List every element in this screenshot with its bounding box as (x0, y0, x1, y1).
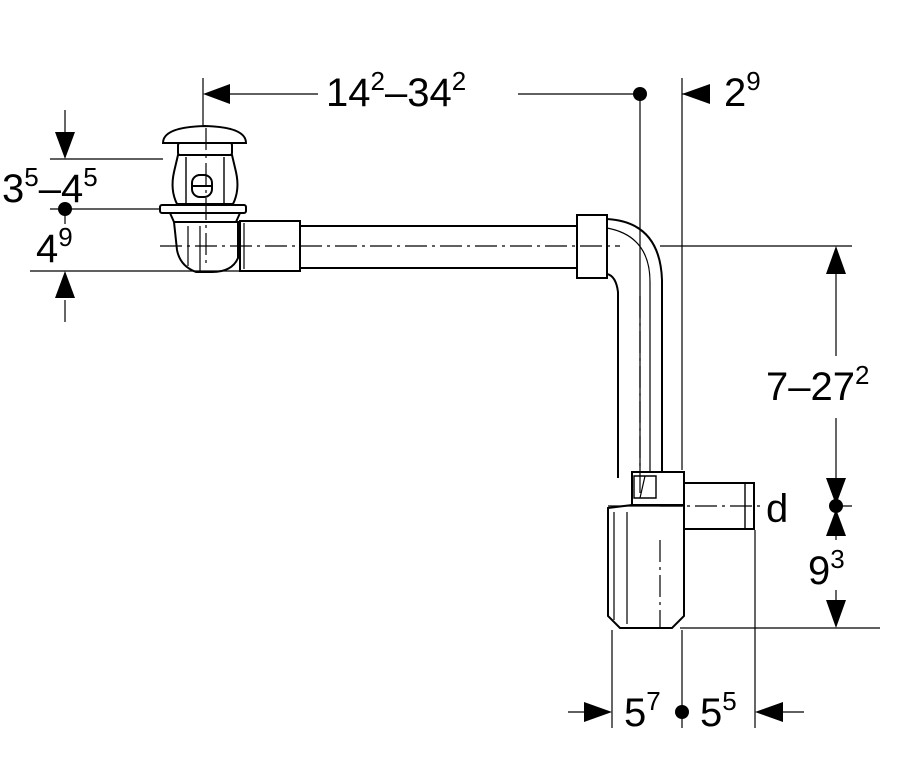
dim-plug-to-axis: 49 (36, 222, 73, 271)
dimension-lines (30, 78, 880, 728)
dim-trap-right-width: 55 (700, 686, 737, 735)
dim-pipe-offset: 29 (724, 66, 761, 115)
dim-vertical-length: 7–272 (766, 360, 869, 409)
elbow-and-riser (606, 218, 663, 478)
dim-plug-height: 35–45 (2, 162, 98, 211)
bottle-trap (607, 471, 755, 629)
dim-outlet-diameter: d (766, 487, 788, 531)
arrowheads (55, 84, 846, 722)
pop-up-plug (159, 124, 248, 273)
dim-horizontal-length: 142–342 (326, 66, 466, 115)
dim-trap-height: 93 (808, 544, 845, 593)
dim-trap-left-width: 57 (624, 686, 661, 735)
reference-dots (58, 87, 843, 719)
